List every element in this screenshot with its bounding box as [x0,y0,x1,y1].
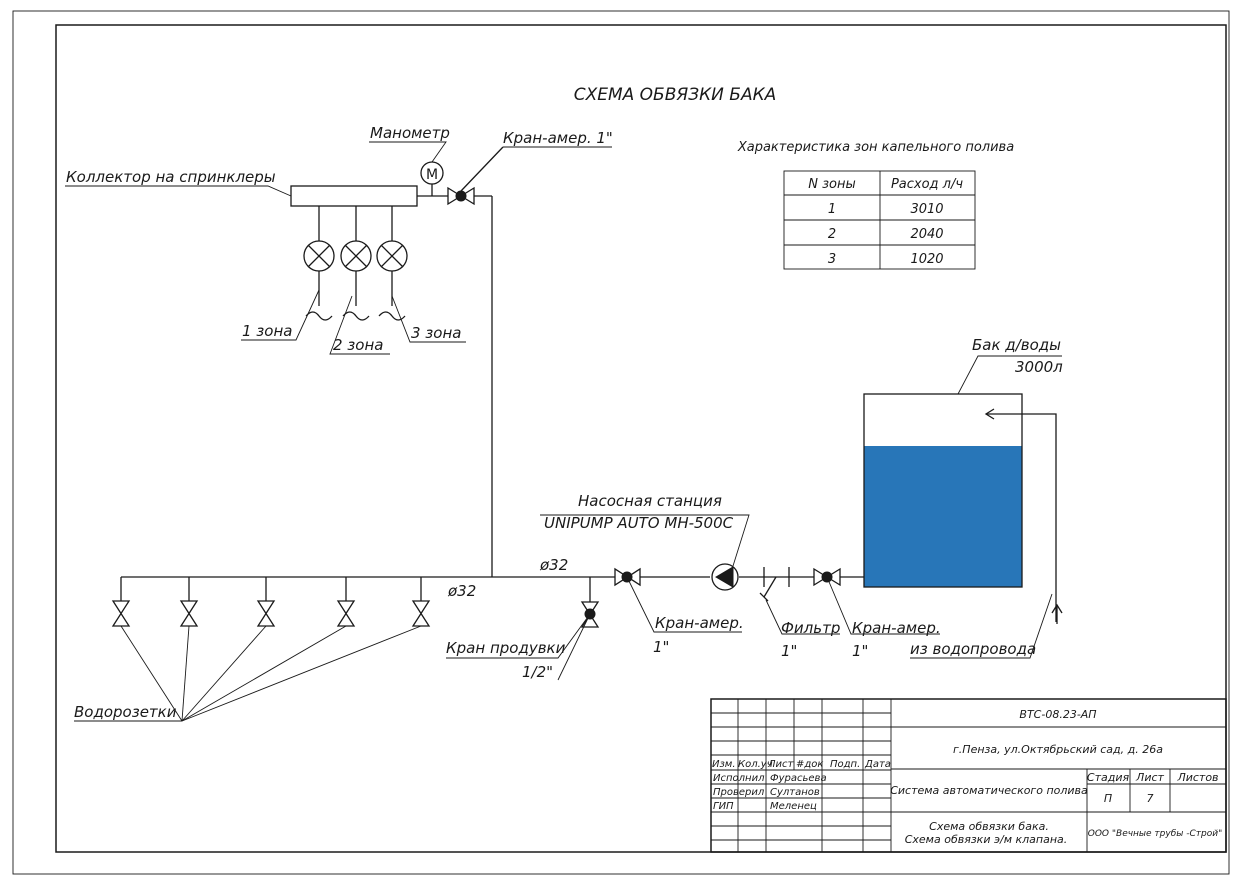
valve-pump-icon [614,567,742,633]
collector-assembly: M [65,141,612,355]
purge-valve-icon [446,577,600,681]
zones-row-2-flow: 2040 [910,227,943,242]
outer-frame [12,10,1230,875]
water-supply-line [910,408,1063,659]
zone-2-valve-icon [340,240,372,272]
zones-row-1-flow: 3010 [910,202,943,217]
tank-water [864,446,1022,587]
zones-header-flow: Расход л/ч [891,177,963,192]
outlet-1-icon [111,600,131,627]
stamp-col-list: Лист [767,759,795,770]
stamp-address: г.Пенза, ул.Октябрьский сад, д. 26а [953,743,1163,756]
diagram-title: СХЕМА ОБВЯЗКИ БАКА [574,85,777,105]
valve-tank-icon [813,567,940,635]
tank [863,355,1062,588]
outlets-label: Водорозетки [74,703,177,721]
outlets-group [74,577,431,722]
diameter-top-label: ø32 [539,556,568,574]
purge-valve-size: 1/2" [522,663,553,681]
outlet-2-icon [179,600,199,627]
zones-row-1-number: 1 [828,202,836,217]
stamp-col-data: Дата [864,759,891,770]
outlet-5-icon [411,600,431,627]
valve-tank-label: Кран-амер. [852,619,941,637]
valve-pump-label: Кран-амер. [655,614,744,632]
stamp-role-gip: ГИП [713,801,734,812]
zone-3-valve-icon [376,240,408,272]
zone-1-label: 1 зона [242,322,292,340]
stamp-col-podp: Подп. [830,759,860,770]
stamp-stage-label: Стадия [1087,771,1130,784]
tank-name-label: Бак д/воды [972,336,1061,354]
stamp-sheet: 7 [1147,792,1154,805]
purge-valve-label: Кран продувки [446,639,566,657]
valve-top-icon [447,146,504,206]
zone-1-valve-icon [303,240,335,272]
manometer-letter: M [426,167,438,183]
pump-model-label: UNIPUMP AUTO MH-500C [544,514,734,532]
stamp-drawing-line1: Схема обвязки бака. [929,820,1049,833]
stamp-sheet-label: Лист [1135,771,1164,784]
stamp-role-executed: Исполнил [713,773,765,784]
pump-name-label: Насосная станция [578,492,722,510]
filter-size: 1" [781,642,797,660]
collector [290,185,418,207]
stamp-sheets-label: Листов [1176,771,1218,784]
filter-icon [759,567,840,635]
manometer-label: Манометр [370,124,450,142]
stamp-name-checked: Султанов [770,787,820,798]
zones-row-3-flow: 1020 [910,252,943,267]
stamp-system: Система автоматического полива [890,784,1088,797]
pump-icon [540,514,750,591]
stamp-name-executed: Фурасьева [770,773,827,784]
tank-volume-label: 3000л [1015,358,1063,376]
outlet-4-icon [336,600,356,627]
stamp-name-gip: Меленец [770,801,817,812]
collector-label: Коллектор на спринклеры [66,168,276,186]
valve-top-label: Кран-амер. 1" [503,129,613,147]
zones-row-3-number: 3 [828,252,836,267]
stamp-stage: П [1104,792,1112,805]
zones-row-2-number: 2 [828,227,836,242]
valve-tank-size: 1" [852,642,868,660]
zone-3-label: 3 зона [411,324,461,342]
water-supply-label: из водопровода [910,640,1036,658]
zones-table [783,170,976,270]
stamp-drawing-line2: Схема обвязки э/м клапана. [905,833,1068,846]
stamp-role-checked: Проверил [713,787,765,798]
stamp-col-izm: Изм. [712,759,736,770]
zones-header-number: N зоны [808,177,856,192]
zones-table-caption: Характеристика зон капельного полива [737,140,1014,155]
tank-body [863,393,1023,588]
title-block [710,698,1227,853]
zone-2-label: 2 зона [333,336,383,354]
stamp-code: ВТС-08.23-АП [1019,708,1096,721]
stamp-col-ndok: #док [796,759,823,770]
stamp-company: ООО "Вечные трубы -Строй" [1088,829,1222,839]
diameter-bottom-label: ø32 [447,582,476,600]
outlet-3-icon [256,600,276,627]
stamp-col-koluch: Кол.уч [738,759,773,770]
inner-frame [55,24,1227,853]
filter-label: Фильтр [781,619,840,637]
valve-pump-size: 1" [653,638,669,656]
